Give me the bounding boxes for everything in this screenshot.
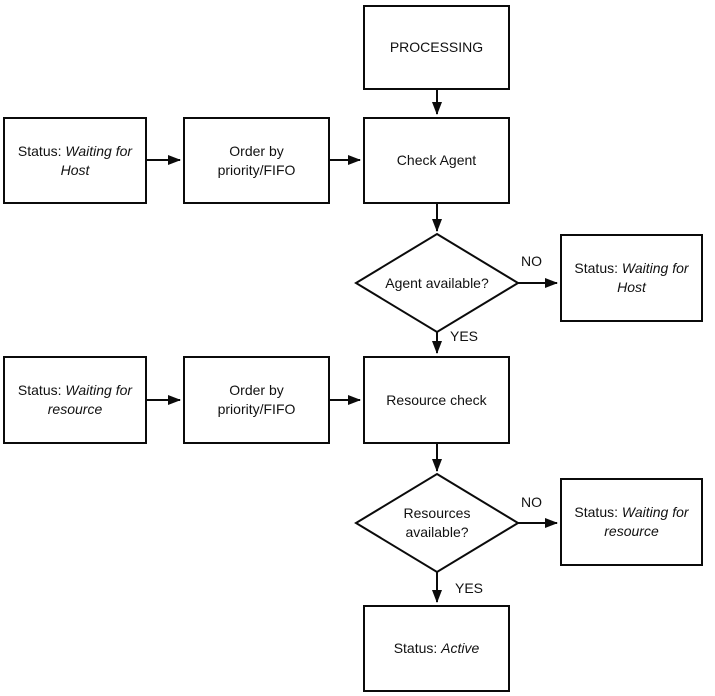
node-check-agent: Check Agent [363, 117, 510, 204]
node-order-by-priority-2: Order by priority/FIFO [183, 356, 330, 444]
decision-agent-available-label: Agent available? [385, 275, 489, 291]
decision-resources-available-diamond [354, 472, 520, 574]
node-resource-check: Resource check [363, 356, 510, 444]
node-label: Order by priority/FIFO [217, 382, 296, 417]
edge-label-resources-no: NO [521, 494, 542, 510]
node-status-waiting-for-host-left: Status: Waiting for Host [3, 117, 147, 204]
edge-label-resources-yes: YES [455, 580, 484, 596]
edge-label-agent-no: NO [521, 253, 542, 269]
edge-label-agent-yes: YES [450, 328, 479, 344]
decision-agent-available-diamond [354, 232, 520, 334]
node-label: Status: Waiting for resource [574, 504, 689, 539]
node-label: Status: Waiting for resource [17, 382, 133, 417]
node-status-active: Status: Active [363, 605, 510, 692]
node-label: Resource check [386, 391, 487, 408]
node-label: Status: Active [393, 640, 480, 656]
node-label: Check Agent [396, 152, 477, 168]
node-order-by-priority-1: Order by priority/FIFO [183, 117, 330, 204]
node-label: Status: Waiting for Host [17, 142, 133, 178]
decision-resources-available-label: Resources available? [403, 505, 471, 540]
node-label: Order by priority/FIFO [217, 142, 296, 178]
node-processing: PROCESSING [363, 5, 510, 90]
node-label: PROCESSING [389, 39, 484, 55]
node-status-waiting-for-resource-right: Status: Waiting for resource [560, 478, 703, 566]
node-label: Status: Waiting for Host [574, 260, 689, 295]
node-status-waiting-for-resource-left: Status: Waiting for resource [3, 356, 147, 444]
node-status-waiting-for-host-right: Status: Waiting for Host [560, 234, 703, 322]
